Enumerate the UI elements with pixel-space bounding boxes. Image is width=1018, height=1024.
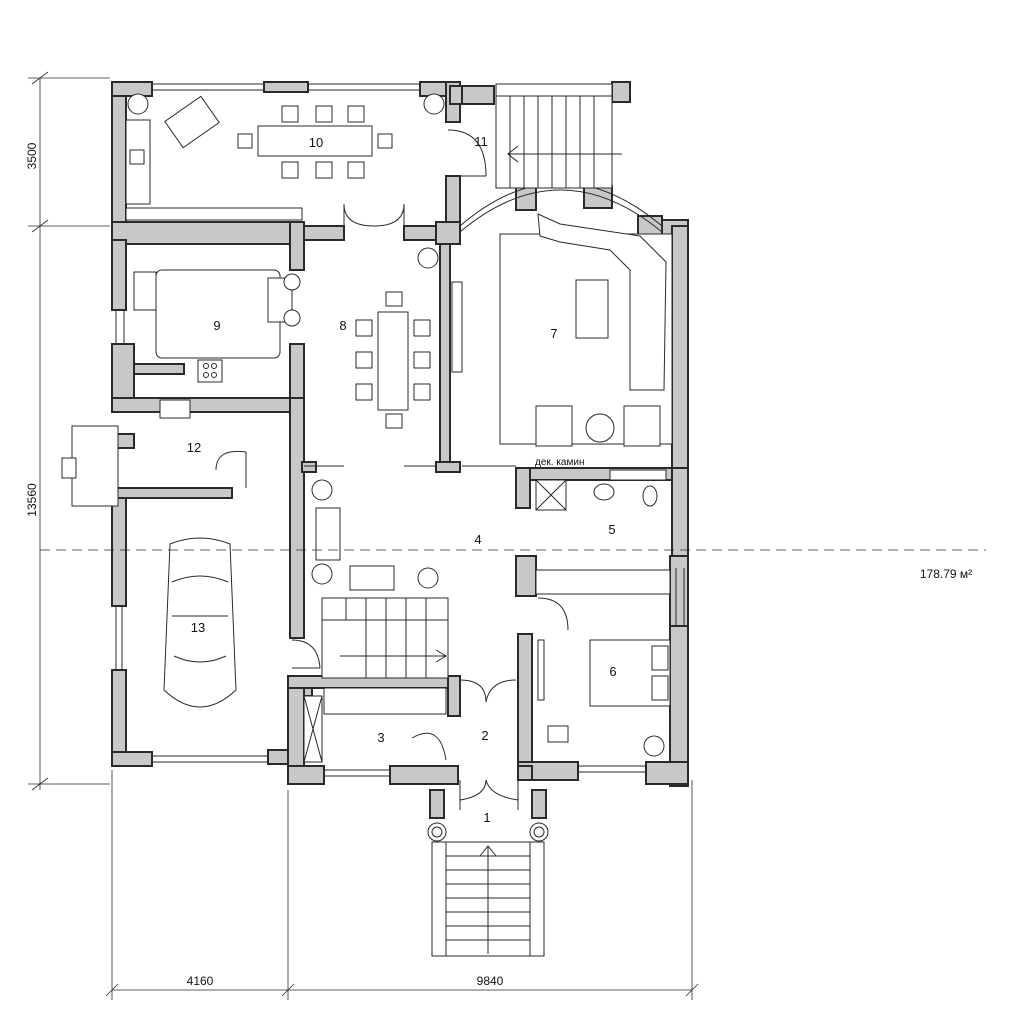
- dim-bottom-left: 4160: [187, 974, 214, 988]
- entrance-stairs: [427, 822, 549, 957]
- kitchen-fixtures: [133, 269, 301, 383]
- dim-left-total: 13560: [25, 483, 39, 517]
- windows: [115, 83, 685, 777]
- room-label-3: 3: [377, 730, 384, 745]
- room-label-9: 9: [213, 318, 220, 333]
- car: [163, 537, 237, 708]
- dim-top-left: 3500: [25, 142, 39, 169]
- room-label-13: 13: [191, 620, 205, 635]
- room-label-12: 12: [187, 440, 201, 455]
- closet-shelves: [303, 687, 447, 763]
- room-label-4: 4: [474, 532, 481, 547]
- walls: [111, 81, 689, 819]
- room-label-7: 7: [550, 326, 557, 341]
- plants: [127, 93, 665, 757]
- fireplace-annotation: дек. камин: [535, 457, 584, 468]
- room-label-11: 11: [474, 134, 488, 149]
- room-label-2: 2: [481, 728, 488, 743]
- living-room-furniture: [451, 213, 673, 447]
- room-labels: 1 2 3 4 5 6 7 8 9 10 11 12 13: [187, 134, 617, 825]
- interior-stairs: [321, 597, 449, 679]
- utility-fixtures: [61, 399, 191, 507]
- room-label-5: 5: [608, 522, 615, 537]
- room-label-8: 8: [339, 318, 346, 333]
- dimension-lines: [28, 71, 699, 1000]
- room-label-6: 6: [609, 664, 616, 679]
- total-area: 178.79 м²: [920, 567, 972, 581]
- doors: [215, 129, 569, 810]
- terrace-dining-set: [125, 95, 393, 221]
- terrace-stairs: [495, 83, 622, 189]
- hall-furniture: [315, 507, 395, 591]
- bedroom-furniture: [535, 569, 671, 743]
- bathroom-fixtures: [535, 469, 667, 511]
- room-label-10: 10: [309, 135, 323, 150]
- dining-set: [355, 291, 431, 429]
- dim-bottom-right: 9840: [477, 974, 504, 988]
- room-label-1: 1: [483, 810, 490, 825]
